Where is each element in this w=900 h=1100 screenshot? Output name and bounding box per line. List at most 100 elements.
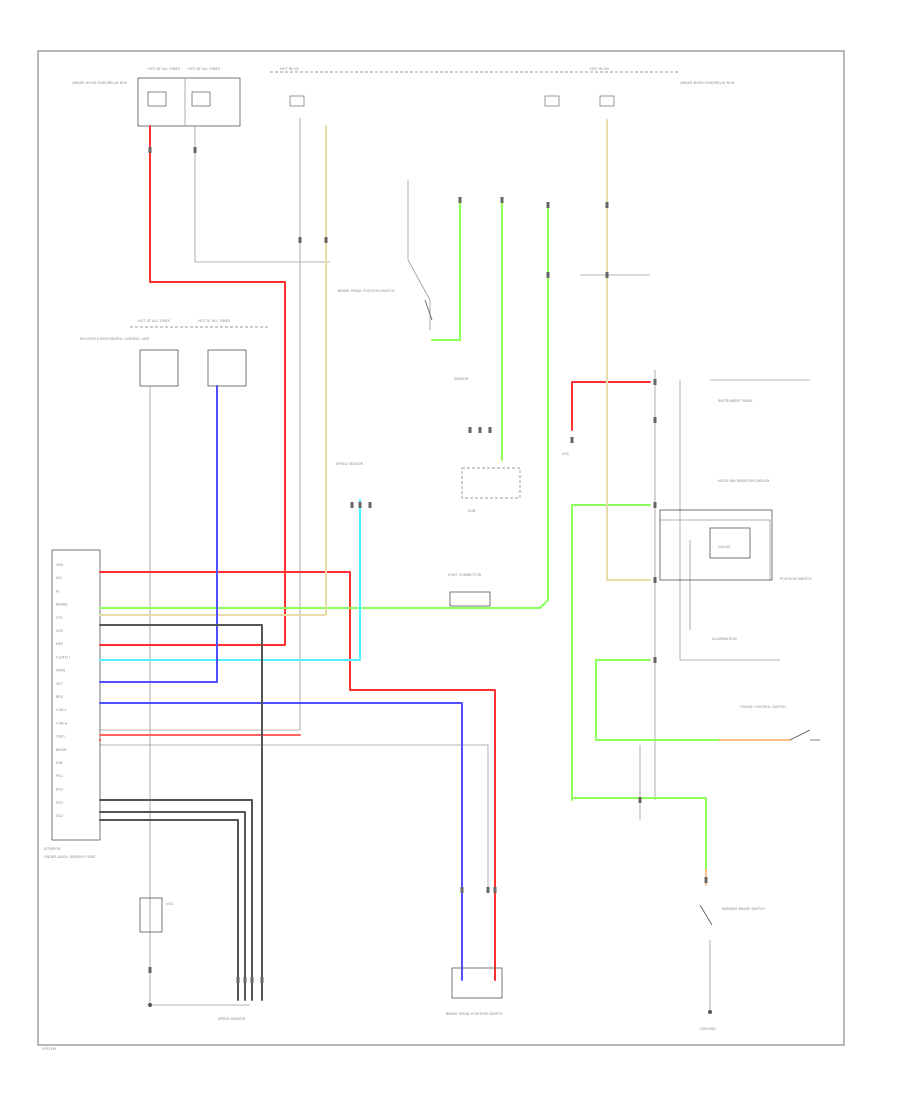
ecm-pin-label: RES <box>56 695 64 699</box>
connector-pin <box>638 797 642 803</box>
connector-dots <box>148 147 708 983</box>
connector-pin <box>653 577 657 583</box>
connector-pin <box>358 502 362 508</box>
ecm-pin-label: NEP <box>56 642 63 646</box>
cruise-switch-label: CRUISE CONTROL SWITCH <box>740 705 786 709</box>
right-gauge-label: GAUGE <box>718 545 731 549</box>
page-ref: SYSTEM <box>42 1047 56 1051</box>
ecm-box <box>51 549 101 841</box>
gray-wire <box>660 519 771 580</box>
bottom-center-label: BRAKE PEDAL POSITION SWITCH <box>446 1012 503 1016</box>
gauge-box <box>709 527 751 559</box>
ecm-pin-label: MAIN <box>56 669 65 673</box>
left-mid-label-a: HOT AT ALL TIMES <box>138 319 171 323</box>
connector-pin <box>493 887 497 893</box>
switch-icon <box>424 299 433 321</box>
ground-icon <box>148 1003 152 1007</box>
connector-pin <box>243 977 247 983</box>
ecm-pin-label: IGN <box>56 761 63 765</box>
ecm-pin-label: PG1 <box>56 774 63 778</box>
connector-pin <box>260 977 264 983</box>
connector-pin <box>468 427 472 433</box>
joint-connector-label: JOINT CONNECTOR <box>447 573 482 577</box>
top-right-label: HOT IN ON <box>590 67 609 71</box>
bottom-right-label: GROUND <box>700 1027 716 1031</box>
center-sensor-label: SENSOR <box>454 377 469 381</box>
connector-pin <box>193 147 197 153</box>
connector-pin <box>486 887 490 893</box>
dark-wire <box>99 811 246 1001</box>
gray-wire <box>679 380 780 661</box>
ecm-sub-label: UNDER-DASH, DRIVER'S SIDE <box>44 855 95 859</box>
connector-pin <box>250 977 254 983</box>
green-wire <box>571 504 651 801</box>
dark-wire <box>99 819 239 1001</box>
connector-pin <box>653 379 657 385</box>
green-wire <box>571 797 707 871</box>
connector-pin <box>653 657 657 663</box>
connector-pin <box>236 977 240 983</box>
ecm-pin-label: VBU <box>56 563 64 567</box>
ecm-pin-label: FL <box>56 589 60 593</box>
top-fuse-label-b: HOT AT ALL TIMES <box>188 67 221 71</box>
top-left-box-label: UNDER-HOOD FUSE/RELAY BOX <box>72 81 128 85</box>
top-left-fuse-box <box>137 77 241 127</box>
ecm-pin-label: VSS <box>56 629 64 633</box>
ecm-pin-label: BKSW <box>56 748 67 752</box>
ecm-pin-label: PG2 <box>56 787 63 791</box>
connector-pin <box>500 197 504 203</box>
vss-label: VSS <box>562 452 570 456</box>
speed-label: SPEED SENSOR <box>336 462 364 466</box>
gray-wire <box>407 180 431 330</box>
bottom-right-sw-label: PARKING BRAKE SWITCH <box>722 907 765 911</box>
connector-pin <box>570 437 574 443</box>
connector-pin <box>546 272 550 278</box>
connector-pin <box>148 147 152 153</box>
center-sub-label: SUB <box>468 509 476 513</box>
ecm-pin-label: SG1 <box>56 801 63 805</box>
fuse-icon <box>599 95 615 107</box>
gray-wire <box>100 118 301 731</box>
center-sensor-box <box>461 467 521 499</box>
right-ind-label2: POSITION SWITCH <box>780 577 812 581</box>
tan-wire <box>99 125 327 616</box>
ecm-pin-label: IG1 <box>56 576 62 580</box>
connector-pin <box>488 427 492 433</box>
top-fuse-label-a: HOT AT ALL TIMES <box>148 67 181 71</box>
left-mid-fuse-box-b <box>207 349 247 387</box>
ecm-pin-label: CAN-H <box>56 721 68 725</box>
connector-pin <box>653 502 657 508</box>
green-wire <box>595 659 651 739</box>
connector-pin <box>460 887 464 893</box>
ecm-pin-label: SET <box>56 682 63 686</box>
dark-wire <box>99 624 263 1001</box>
blue-wire <box>99 702 463 981</box>
brake-switch-label: BRAKE PEDAL POSITION SWITCH <box>338 289 395 293</box>
gray-wire <box>194 126 330 263</box>
red-wire <box>99 571 496 981</box>
green-wire <box>431 199 461 341</box>
ecm-pin-label: BRAKE <box>56 603 68 607</box>
fuse-icon <box>191 91 211 107</box>
joint-connector <box>449 591 491 607</box>
top-mid-label: HOT IN ON <box>280 67 299 71</box>
connector-pin <box>350 502 354 508</box>
connector-pin <box>605 202 609 208</box>
red-wire <box>571 381 651 431</box>
right-ind-label: ILLUMINATION <box>712 637 737 641</box>
right-unit-sub-label: MULTI-INFORMATION DISPLAY <box>718 479 770 483</box>
switch-icon <box>699 904 713 926</box>
connector-pin <box>546 202 550 208</box>
left-mid-label-b: HOT AT ALL TIMES <box>198 319 231 323</box>
green-wire <box>99 204 549 609</box>
right-unit-label: INSTRUMENT PANEL <box>718 399 753 403</box>
instrument-panel-box <box>659 509 773 581</box>
left-mid-box-label: MULTIPLEX INTEGRATED CONTROL UNIT <box>80 337 151 341</box>
ecm-pin-list: VBUIG1FLBRAKESTSVSSNEPCLUTCHMAINSETRESCA… <box>56 563 70 818</box>
blue-wire <box>99 385 218 683</box>
bottom-left-label: SPEED SENSOR <box>218 1017 246 1021</box>
ecm-pin-label: CLUTCH <box>56 655 70 659</box>
connector-pin <box>368 502 372 508</box>
switch-icon <box>789 729 820 741</box>
